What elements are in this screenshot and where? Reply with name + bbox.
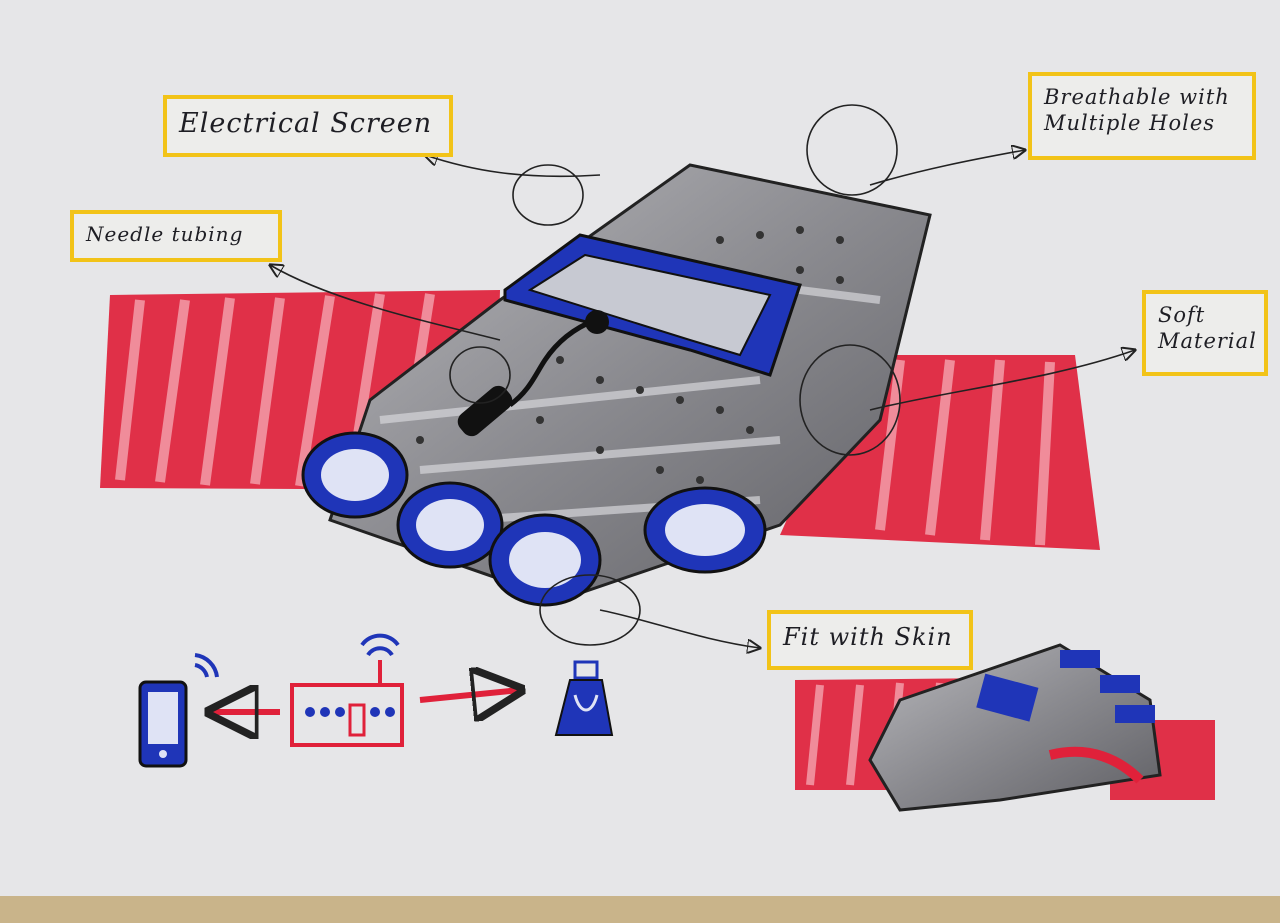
callout-soft-line1: Soft [1158, 303, 1206, 327]
control-box-icon [290, 660, 404, 747]
arrow-right-icon [419, 690, 520, 700]
wifi-signal-icon [194, 653, 219, 678]
usb-plug-icon [554, 660, 614, 736]
electrical-screen [503, 233, 802, 377]
needle-tube [457, 310, 609, 437]
callout-breathable: Breathable with Multiple Holes [1028, 72, 1256, 160]
callout-fit-with-skin-text: Fit with Skin [783, 623, 953, 651]
wifi-signal-icon-box [360, 633, 400, 657]
callout-electrical-screen-text: Electrical Screen [179, 108, 433, 139]
callout-soft-line2: Material [1158, 329, 1257, 354]
callout-needle-tubing-text: Needle tubing [86, 222, 244, 246]
callout-soft-material: Soft Material [1142, 290, 1268, 376]
annotation-lines [270, 104, 1135, 648]
table-edge [0, 896, 1280, 923]
phone-icon [138, 680, 188, 768]
callout-electrical-screen: Electrical Screen [163, 95, 453, 157]
callout-fit-with-skin: Fit with Skin [767, 610, 973, 670]
callout-breathable-line1: Breathable with [1044, 85, 1230, 109]
callout-breathable-line2: Multiple Holes [1044, 111, 1216, 136]
callout-needle-tubing: Needle tubing [70, 210, 282, 262]
finger-tips [301, 431, 767, 607]
small-glove-sketch [868, 643, 1162, 812]
